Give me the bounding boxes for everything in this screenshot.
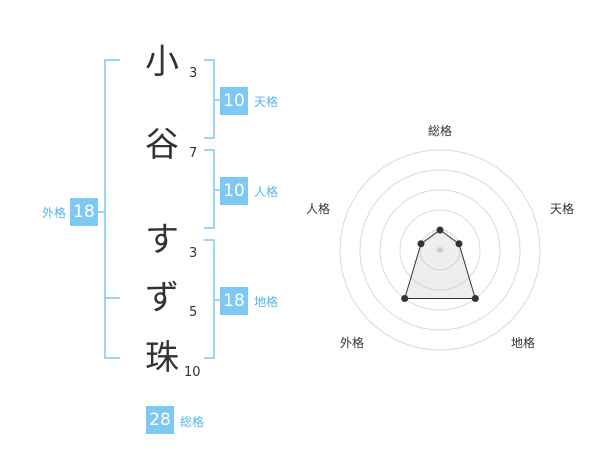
- stroke-count-3: 3: [189, 246, 198, 261]
- radar-ring-4: [359, 169, 521, 331]
- stroke-count-4: 5: [189, 305, 198, 320]
- radar-center: [437, 247, 443, 253]
- name-char-5: 珠: [145, 338, 179, 378]
- stroke-count-2: 7: [189, 146, 198, 161]
- radar-axis-label-chikaku: 地格: [511, 336, 536, 350]
- radar-rings: [339, 149, 541, 351]
- chikaku-label: 地格: [254, 295, 279, 309]
- radar-point-1: [436, 226, 444, 234]
- name-char-2: 谷: [145, 125, 179, 165]
- radar-point-5: [417, 240, 425, 248]
- gaikaku-badge: 18: [70, 198, 98, 226]
- radar-axis-label-tenkaku: 天格: [550, 202, 575, 216]
- jinkaku-label: 人格: [254, 185, 279, 199]
- tenkaku-badge: 10: [220, 87, 248, 115]
- radar-ring-2: [399, 209, 481, 291]
- name-char-1: 小: [145, 42, 179, 82]
- radar-area: [404, 229, 476, 299]
- radar-axis-label-gaikaku: 外格: [340, 336, 365, 350]
- stroke-count-1: 3: [189, 66, 198, 81]
- radar-ring-5: [339, 149, 541, 351]
- radar-point-3: [471, 295, 479, 302]
- soukaku-badge: 28: [146, 406, 174, 434]
- radar-points: [401, 226, 479, 302]
- radar-point-2: [455, 240, 463, 248]
- radar-polygon: [404, 229, 476, 299]
- name-char-3: す: [145, 220, 179, 260]
- radar-axis-label-soukaku: 総格: [428, 124, 453, 138]
- radar-ring-3: [379, 189, 501, 311]
- name-char-4: ず: [145, 278, 179, 318]
- gaikaku-label: 外格: [42, 206, 67, 220]
- chikaku-badge: 18: [220, 287, 248, 315]
- radar-axis-label-jinkaku: 人格: [306, 202, 331, 216]
- radar-point-4: [401, 295, 409, 302]
- soukaku-label: 総格: [180, 415, 205, 429]
- stroke-count-5: 10: [184, 365, 201, 380]
- jinkaku-badge: 10: [220, 177, 248, 205]
- tenkaku-label: 天格: [254, 95, 279, 109]
